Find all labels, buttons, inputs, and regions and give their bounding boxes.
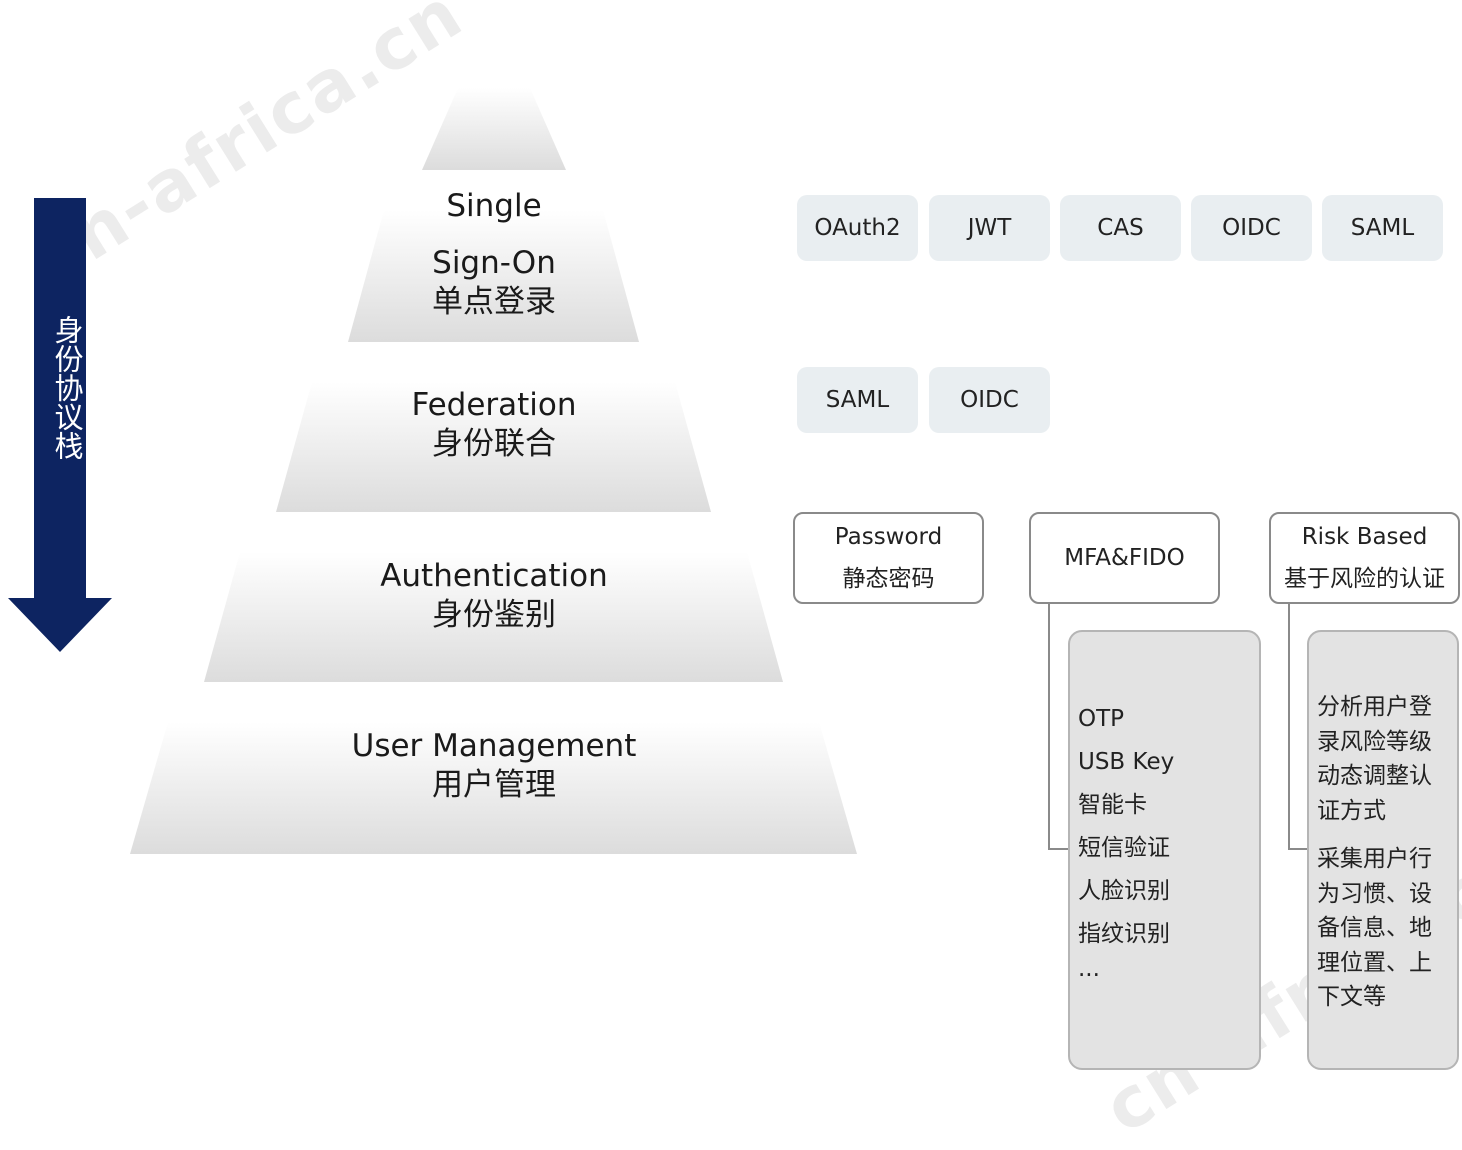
layer-sso-subtitle: 单点登录 [432,284,556,320]
risk-para2-line: 备信息、地 [1317,915,1432,941]
stack-label: 身份协议栈 [50,315,84,460]
risk-paragraph-1: 分析用户登 录风险等级 动态调整认 证方式 [1317,690,1457,828]
auth-method-risk-based: Risk Based 基于风险的认证 [1269,512,1460,604]
risk-para2-line: 理位置、上 [1317,949,1432,976]
layer-user-management-title: User Management [351,728,637,764]
risk-para1-line: 证方式 [1317,797,1386,824]
risk-subtitle: 基于风险的认证 [1284,566,1445,592]
risk-details-panel: 分析用户登 录风险等级 动态调整认 证方式 采集用户行 为习惯、设 备信息、地 … [1307,630,1459,1070]
password-subtitle: 静态密码 [842,566,935,592]
risk-paragraph-2: 采集用户行 为习惯、设 备信息、地 理位置、上 下文等 [1317,842,1457,1015]
risk-para2-line: 为习惯、设 [1317,880,1432,907]
risk-para2-line: 采集用户行 [1317,846,1432,872]
auth-method-password: Password 静态密码 [793,512,984,604]
mfa-item-face: 人脸识别 [1078,878,1170,904]
mfa-connector [1048,604,1070,850]
mfa-title: MFA&FIDO [1064,545,1185,571]
layer-authentication-subtitle: 身份鉴别 [432,597,556,633]
stack-direction-arrow [8,198,112,652]
sso-protocol-cas: CAS [1060,195,1181,261]
sso-protocol-oidc: OIDC [1191,195,1312,261]
sso-protocol-saml: SAML [1322,195,1443,261]
federation-protocol-oidc: OIDC [929,367,1050,433]
mfa-item-usb-key: USB Key [1078,749,1175,775]
password-title: Password [834,524,943,550]
mfa-item-smart-card: 智能卡 [1078,792,1147,818]
layer-authentication-title: Authentication [380,558,608,594]
mfa-details-panel: OTP USB Key 智能卡 短信验证 人脸识别 指纹识别 ... [1068,630,1261,1070]
risk-para1-line: 录风险等级 [1317,728,1432,755]
layer-user-management-subtitle: 用户管理 [432,767,556,803]
risk-para2-line: 下文等 [1317,984,1386,1010]
risk-connector [1288,604,1310,850]
sso-protocol-oauth2: OAuth2 [797,195,918,261]
mfa-item-fingerprint: 指纹识别 [1078,921,1170,947]
pyramid-layer-authentication [204,552,783,682]
auth-method-mfa-fido: MFA&FIDO [1029,512,1220,604]
pyramid-layer-user-management [130,722,857,854]
layer-sso-title-line1: Single [446,188,542,224]
risk-title: Risk Based [1301,524,1428,550]
risk-para1-line: 分析用户登 [1317,694,1432,720]
layer-sso-title-line2: Sign-On [432,245,556,281]
sso-protocol-jwt: JWT [929,195,1050,261]
mfa-item-sms: 短信验证 [1078,835,1170,861]
protocol-pyramid [130,88,857,854]
risk-para1-line: 动态调整认 [1317,763,1432,789]
pyramid-layer-sso [348,210,639,342]
pyramid-layer-federation [276,382,711,512]
pyramid-apex [422,88,566,170]
layer-federation-title: Federation [411,387,577,423]
mfa-item-more: ... [1078,956,1100,982]
mfa-item-otp: OTP [1078,706,1125,732]
federation-protocol-saml: SAML [797,367,918,433]
layer-federation-subtitle: 身份联合 [432,426,556,462]
